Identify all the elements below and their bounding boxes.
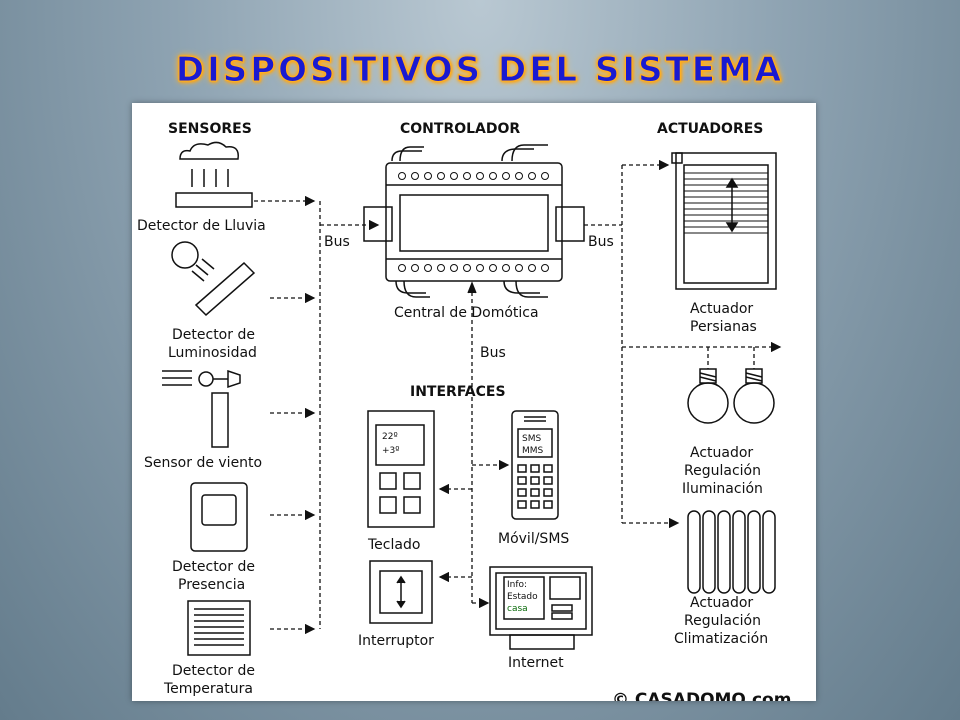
light-bulb-icon: [687, 368, 775, 424]
label-blinds-actuator-1: Actuador: [690, 301, 753, 317]
label-bus-vertical: Bus: [480, 345, 506, 361]
label-bus-right: Bus: [588, 234, 614, 250]
label-mobile: Móvil/SMS: [498, 531, 569, 547]
label-internet: Internet: [508, 655, 564, 671]
keypad-icon: [367, 410, 435, 528]
label-bus-left: Bus: [324, 234, 350, 250]
light-sensor-icon: [171, 241, 256, 317]
label-rain-detector: Detector de Lluvia: [137, 218, 266, 234]
sensor-bus-connectors: [254, 195, 380, 635]
mobile-display-line-2: MMS: [522, 446, 544, 456]
internet-info-line-2: Estado: [507, 592, 538, 602]
label-blinds-actuator-2: Persianas: [690, 319, 757, 335]
label-switch: Interruptor: [358, 633, 434, 649]
interface-bus-connectors: [438, 281, 510, 609]
header-actuadores: ACTUADORES: [657, 121, 763, 137]
label-luminosity-1: Detector de: [172, 327, 255, 343]
controller-terminals: [398, 172, 549, 272]
slide-title: DISPOSITIVOS DEL SISTEMA: [175, 50, 785, 91]
computer-icon: [489, 566, 593, 650]
wind-sensor-icon: [162, 369, 241, 448]
label-lighting-actuator-1: Actuador: [690, 445, 753, 461]
label-controller: Central de Domótica: [394, 305, 539, 321]
label-keypad: Teclado: [367, 537, 420, 553]
keypad-display-line-1: 22º: [382, 432, 398, 442]
label-lighting-actuator-2: Regulación: [684, 463, 761, 479]
label-climate-actuator-1: Actuador: [690, 595, 753, 611]
rain-detector-icon: [175, 141, 253, 208]
label-wind-sensor: Sensor de viento: [144, 455, 262, 471]
label-temperature-2: Temperatura: [163, 681, 253, 697]
label-temperature-1: Detector de: [172, 663, 255, 679]
header-interfaces: INTERFACES: [410, 384, 506, 400]
mobile-phone-icon: [511, 410, 559, 520]
label-luminosity-2: Luminosidad: [168, 345, 257, 361]
header-sensores: SENSORES: [168, 121, 252, 137]
switch-icon: [369, 560, 433, 624]
radiator-icon: [687, 510, 776, 594]
label-climate-actuator-3: Climatización: [674, 631, 768, 647]
internet-info-line-3: casa: [507, 604, 528, 614]
mobile-display-line-1: SMS: [522, 434, 541, 444]
label-climate-actuator-2: Regulación: [684, 613, 761, 629]
header-controlador: CONTROLADOR: [400, 121, 520, 137]
temperature-detector-icon: [187, 600, 251, 656]
keypad-display-line-2: +3º: [382, 446, 400, 456]
label-presence-1: Detector de: [172, 559, 255, 575]
label-lighting-actuator-3: Iluminación: [682, 481, 763, 497]
actuator-bus-connectors: [584, 159, 782, 529]
presence-detector-icon: [190, 482, 248, 552]
system-devices-diagram: SENSORES CONTROLADOR ACTUADORES INTERFAC…: [132, 103, 816, 701]
domotics-controller-icon: [363, 144, 585, 298]
label-presence-2: Presencia: [178, 577, 245, 593]
internet-info-line-1: Info:: [507, 580, 527, 590]
copyright-notice: © CASADOMO.com: [612, 690, 791, 701]
blinds-actuator-icon: [671, 152, 777, 290]
